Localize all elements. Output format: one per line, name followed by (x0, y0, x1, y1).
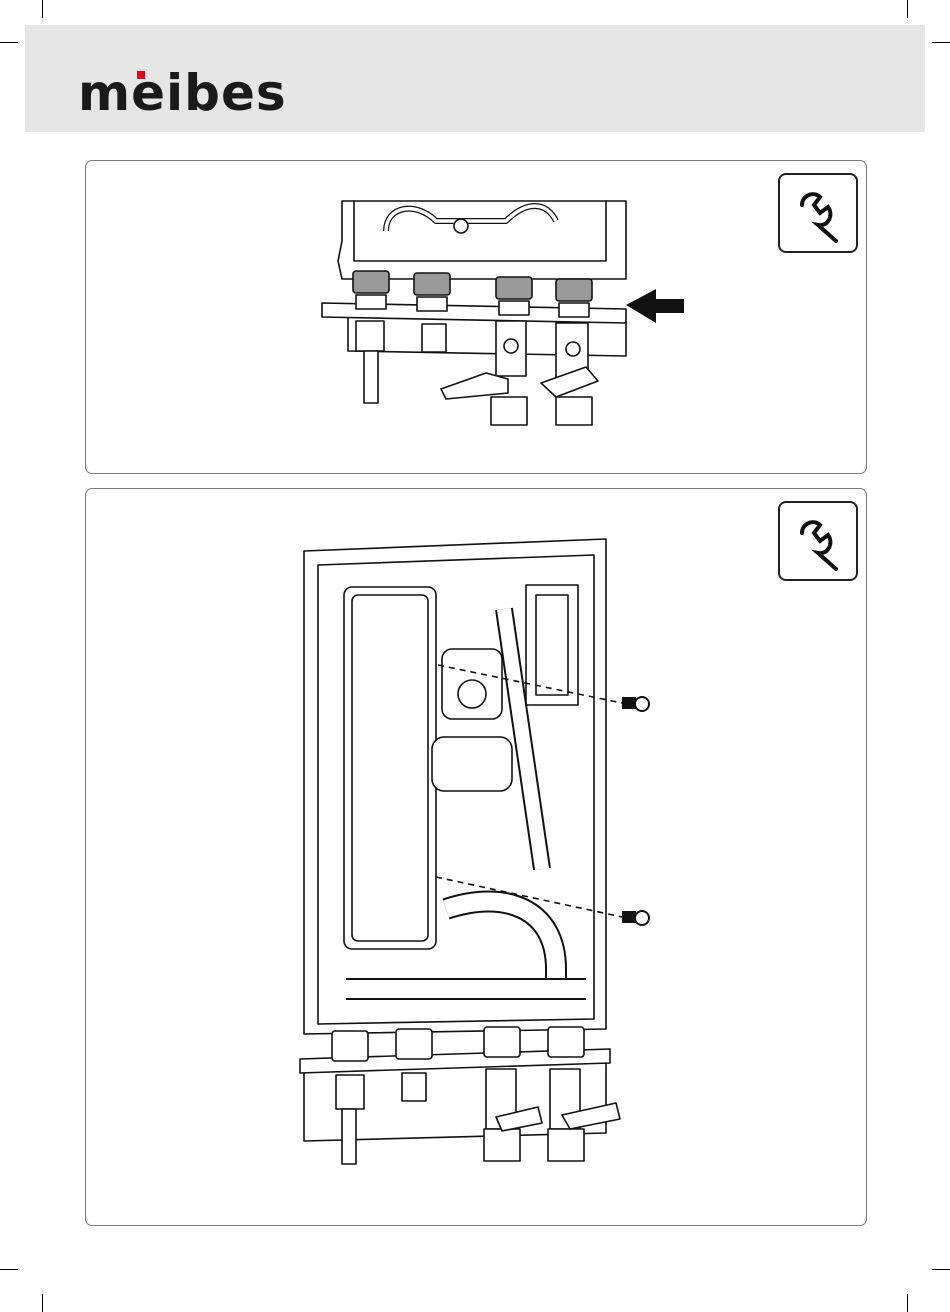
crop-mark (42, 0, 43, 18)
wrench-icon (778, 501, 858, 581)
crop-mark (907, 0, 908, 18)
brand-logo: meibes (78, 68, 287, 118)
crop-mark (0, 42, 18, 43)
wrench-icon (778, 173, 858, 253)
logo-accent-dot (137, 71, 145, 79)
crop-mark (907, 1294, 908, 1312)
crop-mark (932, 1269, 950, 1270)
screw-icon (86, 489, 866, 1225)
arrow-left-icon (86, 161, 866, 473)
step-2-panel (85, 488, 867, 1226)
step-1-panel (85, 160, 867, 474)
crop-mark (0, 1269, 18, 1270)
crop-mark (932, 42, 950, 43)
crop-mark (42, 1294, 43, 1312)
